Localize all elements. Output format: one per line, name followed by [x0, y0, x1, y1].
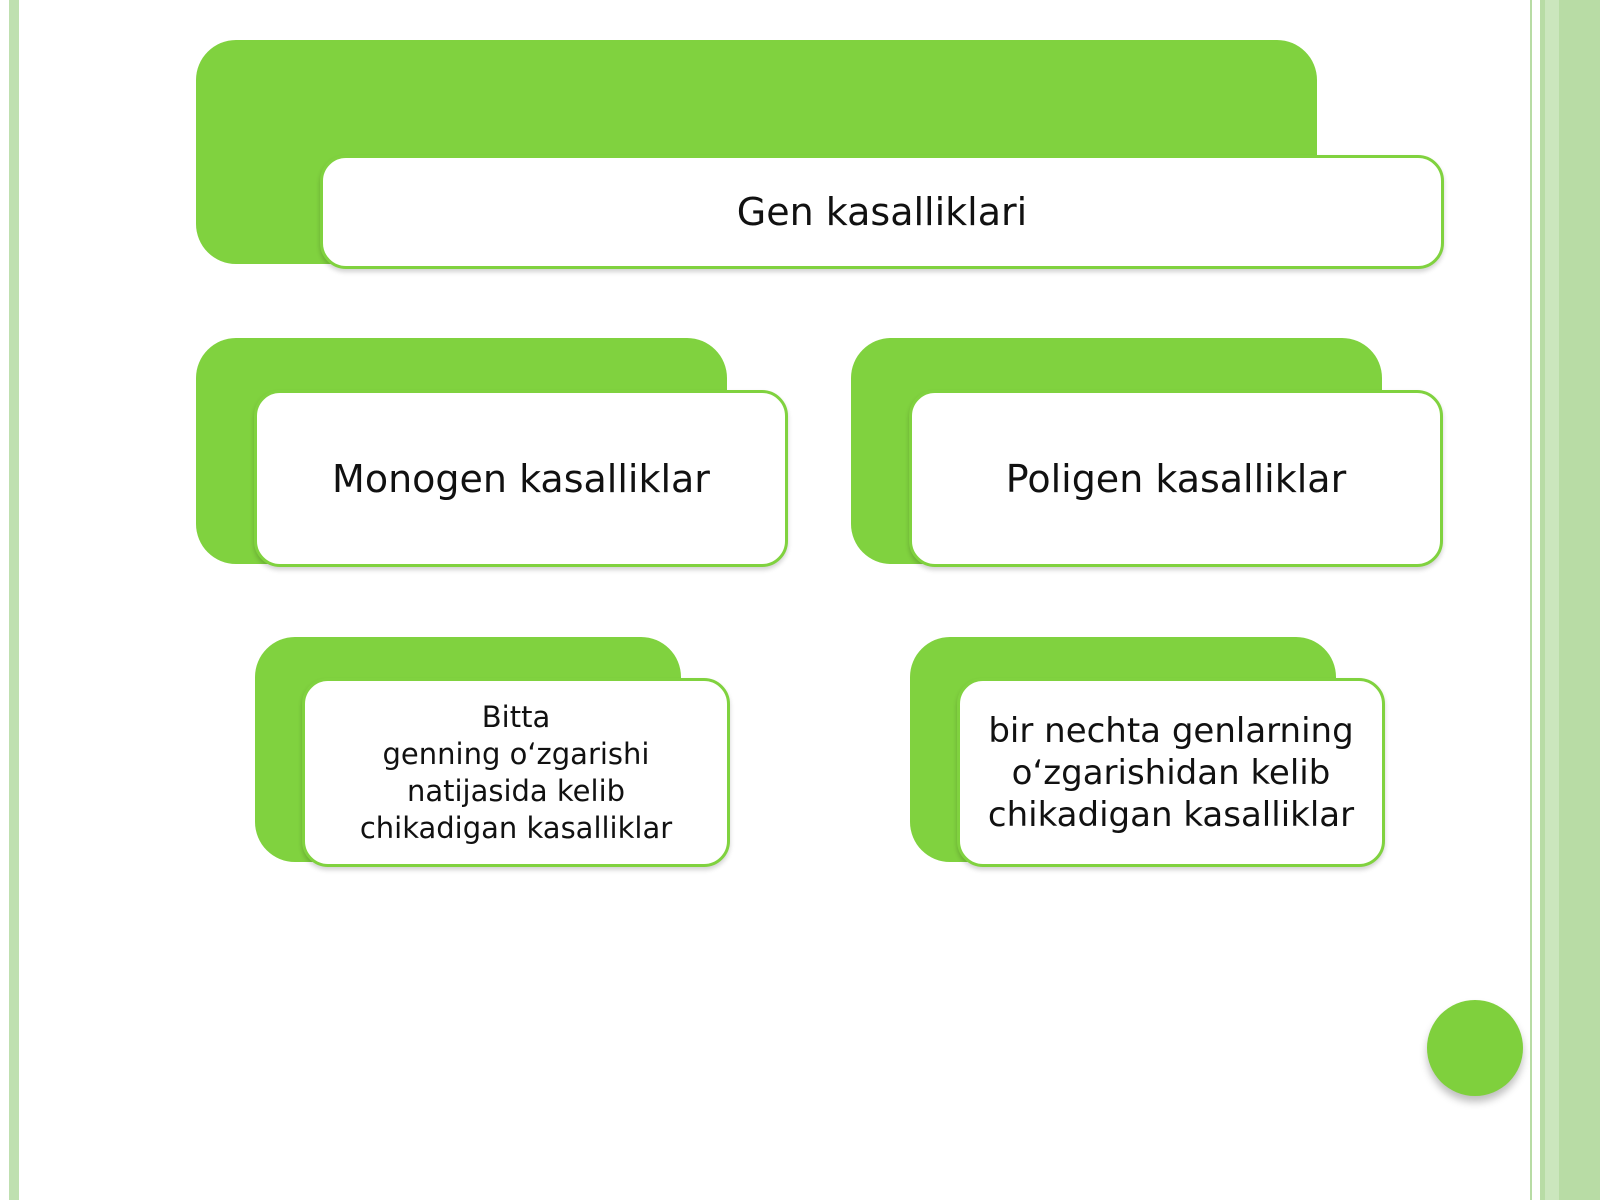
decorative-circle: [1427, 1000, 1523, 1096]
category-node-monogen: Monogen kasalliklar: [196, 338, 796, 570]
description-text-monogen: Bitta genning o‘zgarishi natijasida keli…: [360, 699, 672, 847]
root-node-card: Gen kasalliklari: [320, 155, 1444, 269]
root-node-label: Gen kasalliklari: [736, 190, 1028, 234]
right-frame-edge: [1545, 0, 1559, 1200]
right-frame-line: [1532, 0, 1540, 1200]
category-label-poligen: Poligen kasalliklar: [1005, 456, 1347, 501]
category-node-poligen: Poligen kasalliklar: [851, 338, 1451, 570]
description-line: chikadigan kasalliklar: [987, 794, 1355, 835]
description-line: genning o‘zgarishi: [382, 736, 650, 771]
description-node-poligen-card: bir nechta genlarning o‘zgarishidan keli…: [957, 678, 1385, 867]
description-line: o‘zgarishidan kelib: [1011, 752, 1331, 793]
category-label-monogen: Monogen kasalliklar: [332, 456, 710, 501]
description-node-monogen-card: Bitta genning o‘zgarishi natijasida keli…: [302, 678, 730, 867]
category-node-poligen-card: Poligen kasalliklar: [909, 390, 1443, 567]
description-line: natijasida kelib: [406, 773, 626, 808]
left-frame-stripe: [9, 0, 19, 1200]
description-node-monogen: Bitta genning o‘zgarishi natijasida keli…: [255, 637, 735, 869]
root-node: Gen kasalliklari: [196, 40, 1446, 270]
description-line: Bitta: [481, 699, 551, 734]
description-text-poligen: bir nechta genlarning o‘zgarishidan keli…: [988, 710, 1354, 836]
description-line: bir nechta genlarning: [988, 710, 1354, 751]
description-line: chikadigan kasalliklar: [359, 810, 673, 845]
category-node-monogen-card: Monogen kasalliklar: [254, 390, 788, 567]
description-node-poligen: bir nechta genlarning o‘zgarishidan keli…: [910, 637, 1390, 869]
right-frame-band: [1530, 0, 1600, 1200]
